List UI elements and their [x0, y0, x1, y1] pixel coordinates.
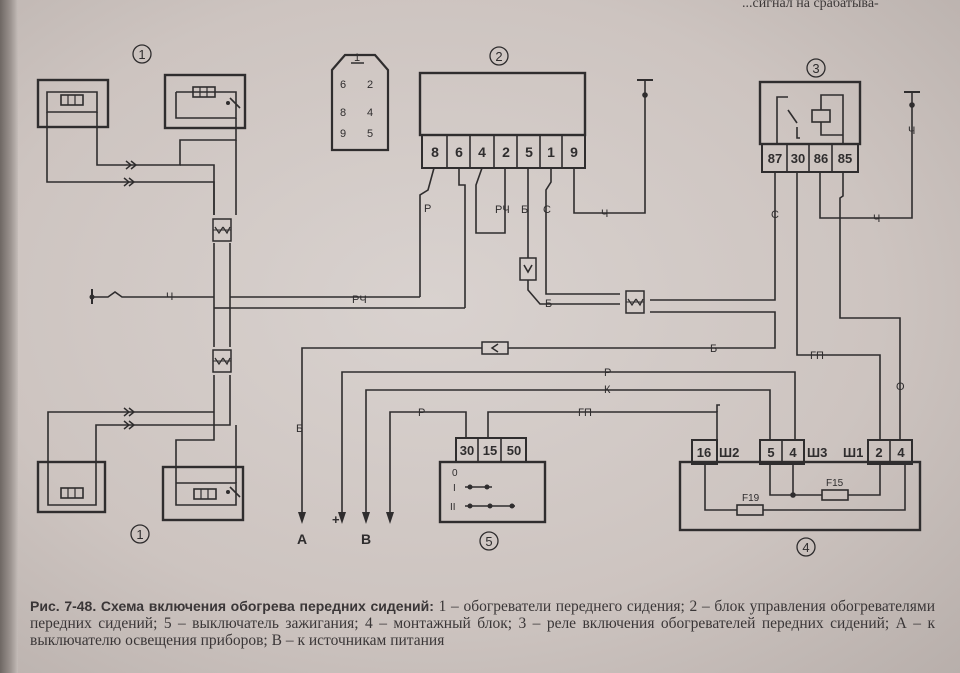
relay-pin-30: 30: [791, 151, 805, 166]
switch-pos-2: II: [450, 502, 456, 513]
relay-pin-85: 85: [838, 151, 852, 166]
component-number-3: 3: [812, 61, 819, 76]
mb-pin-16: 16: [697, 445, 711, 460]
wire-b-vertical: Б: [296, 423, 303, 435]
control-unit-body: [418, 71, 587, 137]
wire-s-relay: С: [771, 209, 779, 221]
heater-top-right: [163, 73, 247, 130]
fuse-f15: F15: [826, 478, 844, 489]
mount-block-body: [678, 460, 922, 532]
cu-pin-2: 6: [455, 144, 463, 160]
wire-gp-switch: ГП: [578, 407, 592, 419]
wire-b-long: Б: [710, 343, 717, 355]
cu-pin-3: 4: [478, 144, 486, 160]
mb-sh3: Ш3: [807, 445, 827, 460]
relay-connector: [761, 143, 859, 173]
wire-ch-left: Ч: [166, 291, 173, 303]
mb-sh1: Ш1: [843, 445, 863, 460]
switch-pin-15: 15: [483, 443, 497, 458]
wire-s-cu: С: [543, 204, 551, 216]
heater-top-left: [36, 78, 110, 129]
wiring-diagram: 1 1 2 3 4 5 1 6 8 9 2 4 5 8 6 4 2 5 1 9: [36, 44, 922, 557]
wire-rch-main: РЧ: [352, 294, 367, 306]
fuse-f19: F19: [742, 493, 760, 504]
output-a: А: [297, 531, 307, 547]
heater-bottom-left: [36, 460, 107, 514]
mb-pin-5: 5: [767, 445, 774, 460]
pinout-left-2: 8: [340, 107, 346, 119]
wire-p-switch: Р: [418, 407, 425, 419]
pinout-right-2: 4: [367, 107, 373, 119]
output-plus: +: [332, 512, 340, 527]
pinout-right-1: 2: [367, 79, 373, 91]
cu-pin-1: 8: [431, 144, 439, 160]
cu-pin-6: 1: [547, 144, 555, 160]
caption-text: 1 – обогреватели переднего сидения; 2 – …: [30, 598, 935, 649]
pinout-left-3: 9: [340, 128, 346, 140]
control-unit-connector: [421, 134, 586, 169]
pinout-left-1: 6: [340, 79, 346, 91]
relay-body: [758, 80, 862, 146]
pinout-right-3: 5: [367, 128, 373, 140]
mb-sh2: Ш2: [719, 445, 739, 460]
switch-pin-30: 30: [460, 443, 474, 458]
mb-pin-4b: 4: [897, 445, 905, 460]
component-number-5: 5: [485, 534, 492, 549]
figure-caption: Рис. 7-48. Схема включения обогрева пере…: [30, 598, 935, 649]
wire-ch-relay: Ч: [873, 213, 880, 225]
output-b: В: [361, 531, 371, 547]
wire-o-relay: О: [896, 381, 905, 393]
previous-page-text: ...сигнал на срабатыва-: [742, 0, 879, 11]
cu-pin-4: 2: [502, 144, 510, 160]
ignition-switch-connector: [455, 437, 527, 463]
cu-pin-7: 9: [570, 144, 578, 160]
relay-pin-86: 86: [814, 151, 828, 166]
mb-pin-2: 2: [875, 445, 882, 460]
wire-b-mid: Б: [545, 298, 552, 310]
wire-p-long: Р: [604, 367, 611, 379]
switch-pos-0: 0: [452, 468, 458, 479]
wire-gp-relay: ГП: [810, 350, 824, 362]
component-number-1-bottom: 1: [136, 527, 143, 542]
switch-pin-50: 50: [507, 443, 521, 458]
connector-pinout-view: [330, 53, 390, 152]
caption-title: Рис. 7-48. Схема включения обогрева пере…: [30, 598, 434, 614]
cu-pin-5: 5: [525, 144, 533, 160]
wire-p-cu: Р: [424, 203, 431, 215]
relay-pin-87: 87: [768, 151, 782, 166]
wire-b-cu: Б: [521, 204, 528, 216]
wire-ch-cu: Ч: [601, 208, 608, 220]
component-number-2: 2: [495, 49, 502, 64]
wire-k-long: К: [604, 384, 611, 396]
book-binding: [0, 0, 18, 673]
wire-ch-right: Ч: [908, 125, 915, 137]
pinout-top: 1: [354, 52, 360, 64]
mb-pin-4a: 4: [789, 445, 797, 460]
wire-rch-cu: РЧ: [495, 204, 510, 216]
switch-pos-1: I: [453, 483, 456, 494]
heater-bottom-right: [161, 465, 245, 522]
component-number-4: 4: [802, 540, 809, 555]
component-number-1-top: 1: [138, 47, 145, 62]
